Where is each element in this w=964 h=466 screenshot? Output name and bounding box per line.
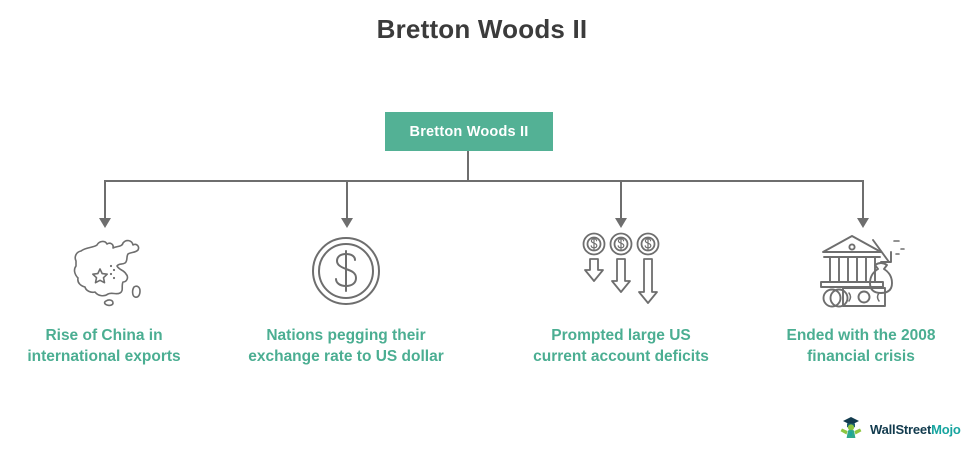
- root-node-bretton-woods-ii: Bretton Woods II: [385, 112, 553, 151]
- connector-drop-3: [620, 181, 622, 219]
- wallstreetmojo-logo[interactable]: WallStreetMojo: [838, 414, 961, 445]
- logo-text-primary: WallStreet: [870, 422, 932, 437]
- branch-2-label: Nations pegging their exchange rate to U…: [248, 327, 444, 365]
- logo-text: WallStreetMojo: [870, 422, 961, 437]
- branch-4-label: Ended with the 2008 financial crisis: [786, 327, 936, 365]
- connector-drop-1: [104, 181, 106, 219]
- root-node-label: Bretton Woods II: [409, 123, 529, 140]
- branch-4: Ended with the 2008 financial crisis: [758, 232, 964, 368]
- connector-stem: [467, 151, 469, 181]
- page-title: Bretton Woods II: [376, 14, 588, 44]
- arrow-head-4-icon: [857, 218, 869, 228]
- branch-1: Rise of China in international exports: [4, 232, 204, 368]
- bank-crisis-icon: [758, 232, 964, 310]
- dollar-coin-icon: [226, 232, 466, 310]
- branch-1-label: Rise of China in international exports: [27, 327, 181, 365]
- branch-2: Nations pegging their exchange rate to U…: [226, 232, 466, 368]
- china-map-icon: [4, 232, 204, 310]
- branch-3-label: Prompted large US current account defici…: [533, 327, 709, 365]
- logo-text-secondary: Mojo: [931, 422, 961, 437]
- branch-3: Prompted large US current account defici…: [508, 232, 734, 368]
- connector-horizontal-bar: [104, 180, 864, 182]
- connector-drop-2: [346, 181, 348, 219]
- falling-dollars-icon: [508, 232, 734, 310]
- connector-drop-4: [862, 181, 864, 219]
- arrow-head-2-icon: [341, 218, 353, 228]
- arrow-head-1-icon: [99, 218, 111, 228]
- wallstreetmojo-graduate-icon: [838, 414, 864, 445]
- arrow-head-3-icon: [615, 218, 627, 228]
